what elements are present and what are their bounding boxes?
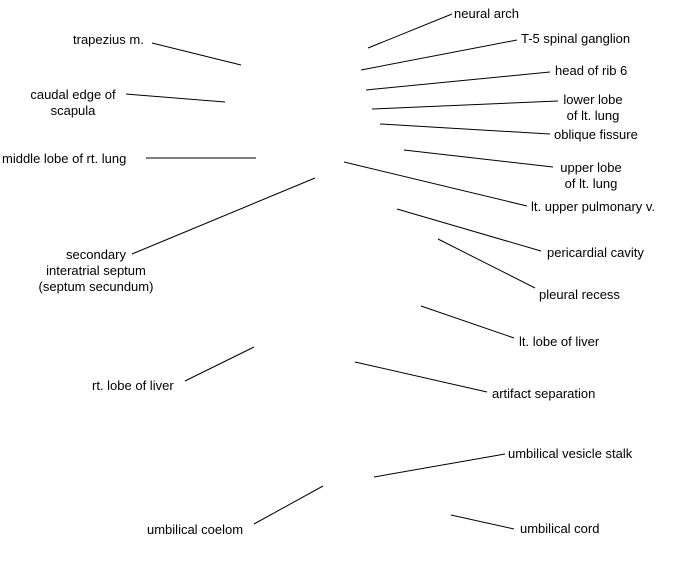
leader-umbilical-cord: [450, 514, 515, 530]
label-head-of-rib-6: head of rib 6: [555, 63, 628, 78]
leader-head-of-rib-6: [365, 71, 551, 91]
leader-lt-upper-pulmonary-v: [343, 161, 528, 207]
leader-t5-spinal-ganglion: [360, 39, 518, 71]
leader-neural-arch: [367, 13, 453, 49]
label-umbilical-vesicle-stalk: umbilical vesicle stalk: [508, 446, 633, 461]
leader-upper-lobe: [403, 149, 554, 168]
leader-secondary-interatrial-septum: [131, 177, 316, 255]
label-secondary-septum-line-1: secondary: [66, 247, 126, 262]
label-trapezius-m: trapezius m.: [73, 32, 144, 47]
leader-pericardial-cavity: [396, 208, 542, 252]
label-umbilical-cord: umbilical cord: [520, 521, 600, 536]
label-rt-lobe-of-liver: rt. lobe of liver: [92, 378, 174, 393]
label-upper-lobe-of-lt-lung: upper lobe of lt. lung: [560, 160, 621, 192]
label-oblique-fissure: oblique fissure: [554, 127, 638, 142]
label-upper-lobe-line-2: of lt. lung: [564, 176, 618, 191]
label-umbilical-coelom: umbilical coelom: [147, 522, 244, 537]
leader-rt-lobe-of-liver: [184, 346, 255, 382]
label-secondary-septum-line-3: (septum secundum): [38, 279, 154, 294]
leader-pleural-recess: [437, 238, 536, 289]
label-pericardial-cavity: pericardial cavity: [547, 245, 644, 260]
leader-oblique-fissure: [379, 123, 551, 135]
leader-trapezius-m: [151, 42, 242, 66]
leader-artifact-separation: [354, 361, 488, 393]
label-lt-upper-pulmonary-v: lt. upper pulmonary v.: [531, 199, 656, 214]
leader-umbilical-vesicle-stalk: [373, 453, 506, 478]
label-caudal-edge-of-scapula: caudal edge of scapula: [30, 87, 115, 119]
label-t5-spinal-ganglion: T-5 spinal ganglion: [521, 31, 631, 46]
label-secondary-septum-line-2: interatrial septum: [46, 263, 146, 278]
label-lower-lobe-of-lt-lung: lower lobe of lt. lung: [563, 92, 622, 124]
label-pleural-recess: pleural recess: [539, 287, 620, 302]
leader-caudal-edge-of-scapula: [125, 93, 226, 103]
label-middle-lobe-of-rt-lung: middle lobe of rt. lung: [2, 151, 127, 166]
leader-lower-lobe: [371, 100, 559, 110]
label-secondary-interatrial-septum: secondary interatrial septum (septum sec…: [39, 247, 154, 295]
leader-lt-lobe-of-liver: [420, 305, 515, 339]
label-upper-lobe-line-1: upper lobe: [560, 160, 622, 175]
label-lower-lobe-line-1: lower lobe: [563, 92, 623, 107]
label-neural-arch: neural arch: [454, 6, 520, 21]
label-artifact-separation: artifact separation: [492, 386, 596, 401]
leader-umbilical-coelom: [253, 485, 324, 525]
label-caudal-edge-line-2: scapula: [50, 103, 96, 118]
label-lower-lobe-line-2: of lt. lung: [566, 108, 620, 123]
label-lt-lobe-of-liver: lt. lobe of liver: [519, 334, 600, 349]
label-caudal-edge-line-1: caudal edge of: [30, 87, 116, 102]
